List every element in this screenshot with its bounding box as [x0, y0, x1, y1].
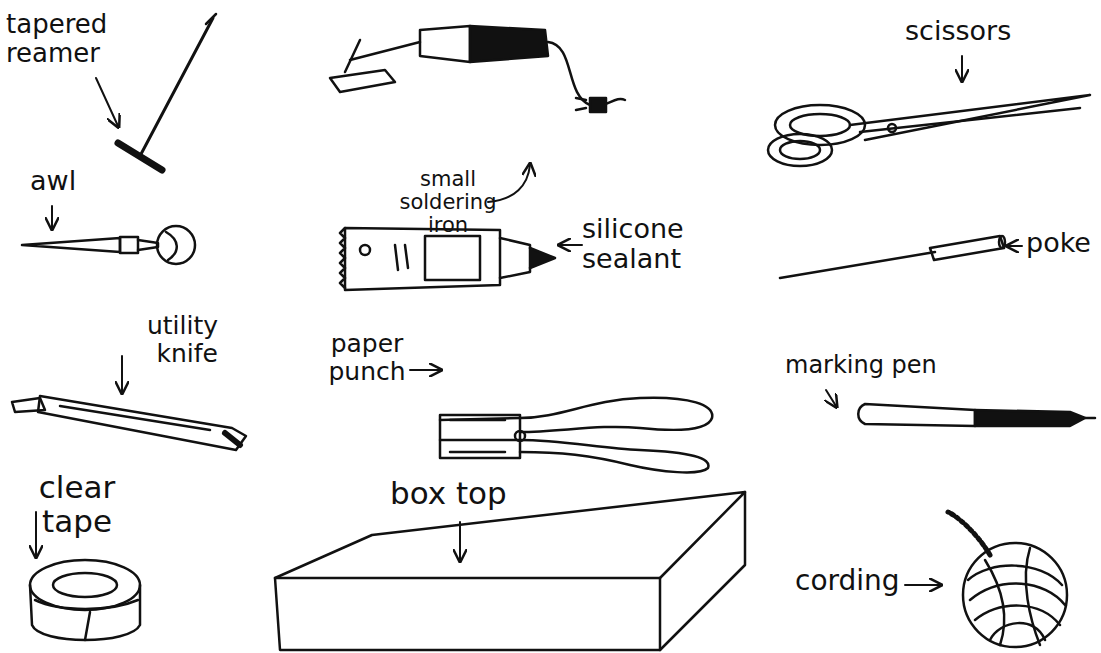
box-top-drawing	[275, 492, 745, 650]
marking-pen-drawing	[858, 404, 1095, 426]
utility-knife-drawing	[12, 396, 246, 450]
cording-drawing	[948, 512, 1067, 647]
reamer-drawing	[118, 14, 216, 170]
soldering-iron-drawing	[330, 26, 625, 112]
poke-drawing	[780, 236, 1005, 278]
tool-label: paper punch	[322, 330, 412, 385]
paper-punch-drawing	[440, 398, 712, 473]
clear-tape-drawing	[30, 560, 140, 640]
tool-label: silicone sealant	[582, 214, 712, 273]
tool-label: scissors	[905, 16, 1045, 46]
awl-drawing	[22, 226, 195, 264]
tool-label: small soldering iron	[398, 168, 498, 237]
tool-label: marking pen	[785, 352, 985, 378]
sealant-tube-drawing	[340, 228, 555, 290]
tool-label: awl	[30, 166, 100, 196]
scissors-drawing	[768, 95, 1090, 166]
tool-label: utility knife	[108, 312, 218, 367]
leader-arrows	[36, 56, 1022, 585]
tool-label: cording	[795, 566, 905, 597]
tool-label: box top	[390, 476, 550, 510]
tool-label: clear tape	[22, 470, 132, 538]
tool-label: tapered reamer	[6, 10, 106, 67]
tool-label: poke	[1026, 228, 1096, 258]
